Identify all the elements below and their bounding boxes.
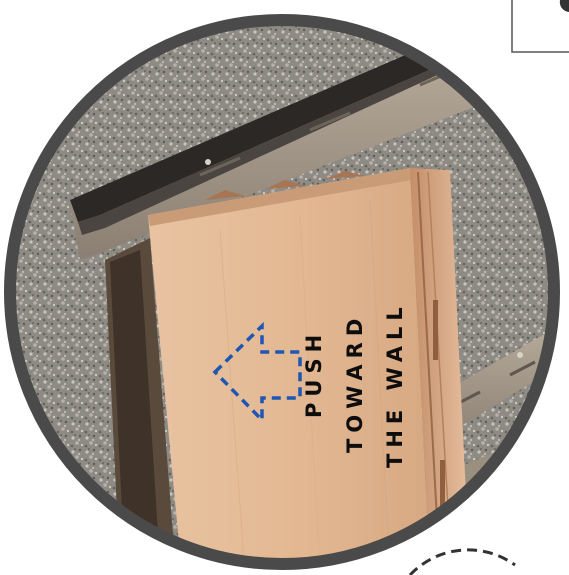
instruction-line-push: PUSH <box>302 329 326 418</box>
instruction-line-the-wall: THE WALL <box>383 301 407 468</box>
dashed-circle-callout-icon <box>410 550 515 575</box>
corner-inset-frame-icon <box>512 0 569 52</box>
instruction-line-toward: TOWARD <box>343 313 367 453</box>
